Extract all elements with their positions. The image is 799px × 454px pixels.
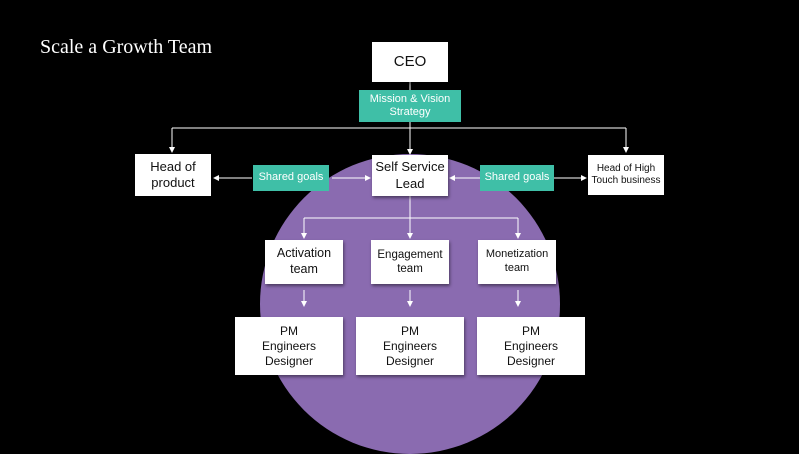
ceo-box: CEO <box>372 42 448 82</box>
monetization-team-box: Monetization team <box>478 240 556 284</box>
engagement-team-box: Engagement team <box>371 240 449 284</box>
shared-goals-left: Shared goals <box>253 165 329 191</box>
activation-team-box: Activation team <box>265 240 343 284</box>
engagement-roles-box: PM Engineers Designer <box>356 317 464 375</box>
self-service-lead-box: Self Service Lead <box>372 155 448 196</box>
activation-roles-box: PM Engineers Designer <box>235 317 343 375</box>
head-of-high-touch-box: Head of High Touch business <box>588 155 664 195</box>
mission-vision-box: Mission & Vision Strategy <box>359 90 461 122</box>
head-of-product-box: Head of product <box>135 154 211 196</box>
slide-title: Scale a Growth Team <box>40 36 213 58</box>
shared-goals-right: Shared goals <box>480 165 554 191</box>
monetization-roles-box: PM Engineers Designer <box>477 317 585 375</box>
